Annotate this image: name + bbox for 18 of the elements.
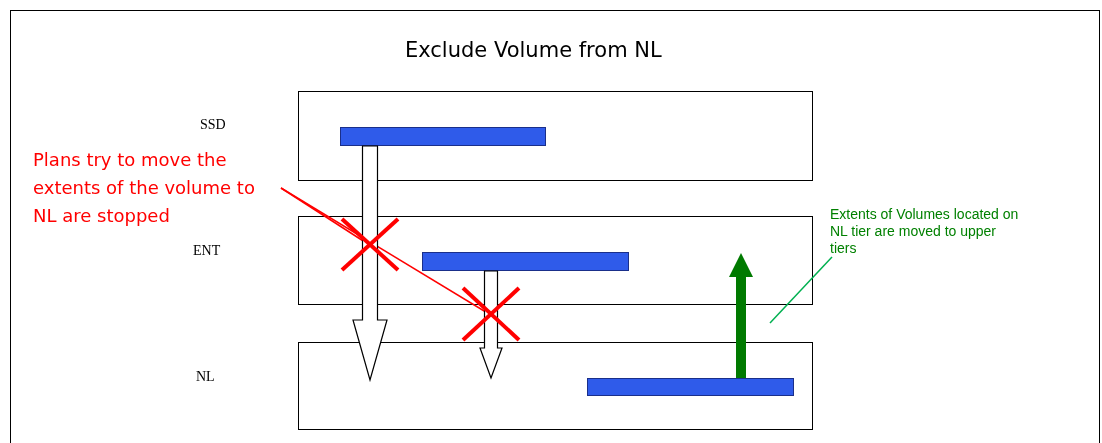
leader-line: [769, 256, 833, 324]
volume-bar: [340, 127, 546, 146]
cross-mark: [461, 286, 521, 342]
cross-mark: [340, 217, 400, 272]
tier-label: ENT: [193, 243, 221, 259]
tier-box: [298, 216, 813, 305]
note-text: Plans try to move the extents of the volume to NL are stopped: [33, 146, 283, 226]
arrow: [729, 253, 753, 378]
tier-box: [298, 91, 813, 181]
volume-bar: [587, 378, 794, 396]
diagram-title: Exclude Volume from NL: [405, 38, 662, 62]
volume-bar: [422, 252, 629, 271]
tier-box: [298, 342, 813, 430]
tier-label: NL: [196, 369, 215, 385]
arrow: [479, 270, 503, 380]
tier-label: SSD: [200, 117, 226, 133]
arrow: [352, 145, 388, 383]
note-text: Extents of Volumes located on NL tier are moved to upper tiers: [830, 206, 1025, 258]
